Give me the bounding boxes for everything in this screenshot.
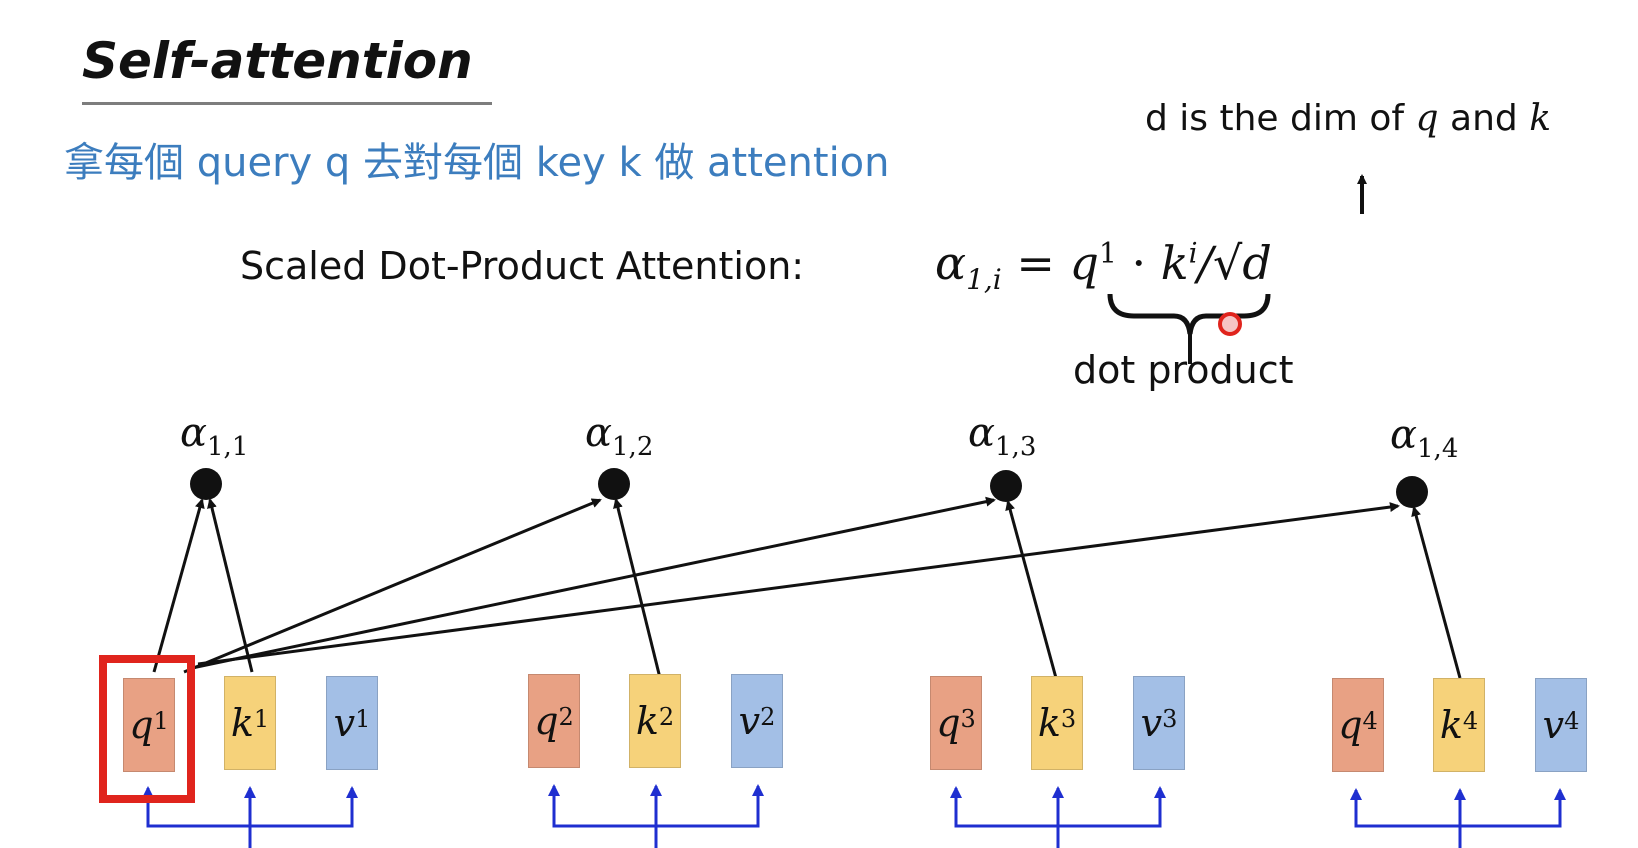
formula-q: q <box>1069 236 1099 290</box>
alpha-symbol: α <box>1390 412 1418 458</box>
q1-to-alpha13-arrow <box>191 496 996 670</box>
k3-to-alpha13-arrow <box>1005 500 1058 679</box>
alpha-symbol: α <box>968 410 996 456</box>
vector-index: 3 <box>1060 705 1077 733</box>
q1-to-alpha11-arrow <box>152 498 205 673</box>
vector-symbol: k <box>1439 703 1463 747</box>
formula-tail: /√d <box>1197 236 1272 290</box>
title-underline <box>82 102 492 105</box>
vector-symbol: k <box>1037 701 1061 745</box>
dimension-note: d is the dim of q and k <box>1145 98 1551 139</box>
k2-to-alpha12-arrow <box>613 498 662 679</box>
vector-symbol: k <box>635 699 659 743</box>
cursor-dot <box>1218 312 1242 336</box>
vector-symbol: k <box>230 701 254 745</box>
dim-note-prefix: d is the dim of <box>1145 98 1416 139</box>
vector-index: 1 <box>153 707 169 735</box>
query-1-highlight <box>99 655 195 803</box>
alpha-1-3-dot <box>990 470 1022 502</box>
vector-symbol: q <box>1338 703 1363 747</box>
vector-symbol: v <box>1542 703 1565 747</box>
dim-note-k: k <box>1529 98 1552 139</box>
alpha-1-4-dot <box>1396 476 1428 508</box>
k1-to-alpha11-arrow <box>207 498 254 673</box>
alpha-1-2-dot <box>598 468 630 500</box>
vector-symbol: q <box>936 701 961 745</box>
alpha-1-4-label: α1,4 <box>1390 412 1458 464</box>
sdpa-label: Scaled Dot-Product Attention: <box>240 244 805 288</box>
vector-index: 4 <box>1462 707 1479 735</box>
attention-formula: α1,i = q1 · ki/√d <box>935 236 1272 296</box>
alpha-1-1-label: α1,1 <box>180 410 248 462</box>
vector-index: 3 <box>960 705 976 733</box>
alpha-1-2-label: α1,2 <box>585 410 653 462</box>
formula-k: k <box>1160 236 1189 290</box>
vector-symbol: q <box>129 703 154 747</box>
alpha-symbol: α <box>180 410 208 456</box>
vector-symbol: v <box>738 699 761 743</box>
vector-index: 2 <box>658 703 675 731</box>
alpha-symbol: α <box>585 410 613 456</box>
vector-index: 1 <box>253 705 270 733</box>
k4-to-alpha14-arrow <box>1411 506 1462 679</box>
alpha-subscript: 1,1 <box>207 432 249 462</box>
vector-index: 1 <box>355 705 371 733</box>
vector-index: 4 <box>1362 707 1378 735</box>
formula-q-sup: 1 <box>1099 236 1117 270</box>
vector-index: 2 <box>558 703 574 731</box>
vector-symbol: v <box>333 701 356 745</box>
vector-index: 3 <box>1162 705 1178 733</box>
formula-dot: · <box>1116 236 1161 290</box>
alpha-1-1-dot <box>190 468 222 500</box>
alpha-subscript: 1,4 <box>1417 434 1459 464</box>
q1-to-alpha14-arrow <box>197 502 1400 666</box>
alpha-1-3-label: α1,3 <box>968 410 1036 462</box>
vector-index: 4 <box>1564 707 1580 735</box>
formula-k-sup: i <box>1188 236 1198 270</box>
vector-index: 2 <box>760 703 776 731</box>
q1-to-alpha12-arrow <box>183 498 602 674</box>
formula-alpha: α <box>935 236 967 290</box>
vector-symbol: v <box>1140 701 1163 745</box>
alpha-subscript: 1,3 <box>995 432 1037 462</box>
slide-subtitle: 拿每個 query q 去對每個 key k 做 attention <box>64 140 890 186</box>
alpha-subscript: 1,2 <box>612 432 654 462</box>
dim-note-middle: and <box>1438 98 1530 139</box>
dim-note-q: q <box>1415 98 1439 139</box>
slide-title: Self-attention <box>82 32 473 90</box>
formula-equals: = <box>1001 236 1070 290</box>
formula-alpha-sub: 1,i <box>966 263 1002 297</box>
vector-symbol: q <box>534 699 559 743</box>
dot-product-label: dot product <box>1073 348 1294 392</box>
group4-connector <box>1354 802 1562 828</box>
